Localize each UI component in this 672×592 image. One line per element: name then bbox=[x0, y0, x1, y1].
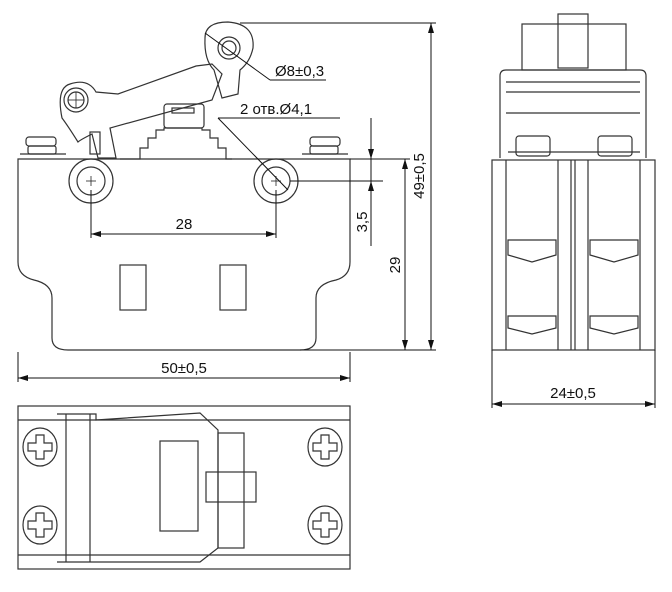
dim-hole-offset: 3,5 bbox=[354, 212, 371, 233]
front-window-right bbox=[219, 264, 247, 311]
leader-roller bbox=[204, 32, 271, 81]
dim-depth-side: 24±0,5 bbox=[550, 385, 596, 402]
top-roller-axle bbox=[217, 432, 245, 549]
plunger bbox=[163, 103, 205, 129]
dim-width-front: 50±0,5 bbox=[161, 360, 207, 377]
top-body bbox=[17, 405, 351, 570]
top-lever bbox=[57, 412, 219, 563]
side-body bbox=[491, 159, 656, 351]
front-view: 28 50±0,5 3,5 29 49±0,5 Ø8±0,3 2 отв.Ø4,… bbox=[17, 21, 436, 382]
terminal-screw-left bbox=[20, 136, 66, 155]
side-bracket bbox=[499, 69, 647, 158]
leader-holes bbox=[217, 117, 289, 191]
dim-hole-spacing: 28 bbox=[176, 216, 193, 233]
front-body-outline bbox=[17, 158, 351, 351]
dim-mount-holes: 2 отв.Ø4,1 bbox=[240, 101, 312, 118]
dim-roller-diameter: Ø8±0,3 bbox=[275, 63, 324, 80]
lever-arm bbox=[59, 63, 223, 159]
roller bbox=[204, 21, 254, 99]
side-roller bbox=[521, 23, 627, 71]
side-screw-right bbox=[597, 135, 633, 157]
side-view: 24±0,5 bbox=[491, 13, 656, 408]
side-screw-left bbox=[515, 135, 551, 157]
side-roller-band bbox=[557, 13, 589, 69]
terminal-screw-right bbox=[302, 136, 348, 155]
top-view bbox=[17, 405, 351, 570]
top-roller bbox=[205, 471, 257, 503]
front-window-left bbox=[119, 264, 147, 311]
top-screws bbox=[22, 427, 343, 545]
dim-body-height: 29 bbox=[387, 257, 404, 274]
stepped-housing bbox=[120, 127, 232, 160]
top-plunger bbox=[159, 440, 199, 532]
terminal-clamps bbox=[507, 239, 639, 335]
dim-total-height: 49±0,5 bbox=[411, 153, 428, 199]
